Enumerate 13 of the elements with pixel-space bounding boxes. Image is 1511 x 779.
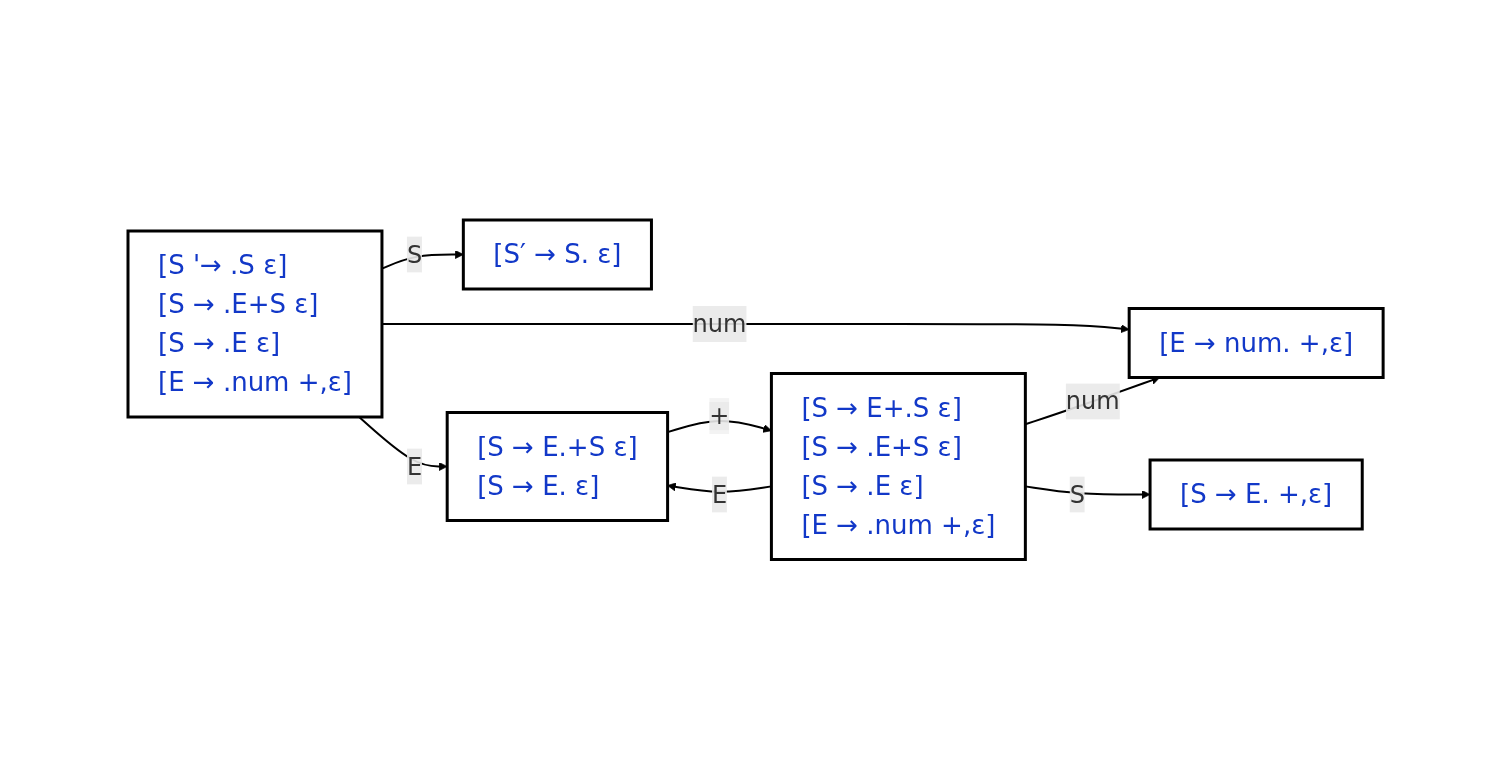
node-box: [S′ → S. ε] xyxy=(461,218,653,291)
edge-label: + xyxy=(709,401,730,430)
node-box: [S → E.+S ε] [S → E. ε] xyxy=(445,410,670,522)
node-box: [S '→ .S ε] [S → .E+S ε] [S → .E ε] [E → .num +,ε] xyxy=(126,229,384,419)
edge-label: E xyxy=(406,452,423,481)
edge-label: num xyxy=(692,309,747,338)
edge-label: S xyxy=(406,240,423,269)
edge-label: E xyxy=(711,480,728,509)
node-box: [E → num. +,ε] xyxy=(1127,306,1385,379)
node-box: [S → E. +,ε] xyxy=(1148,458,1364,531)
node-box: [S → E+.S ε] [S → .E+S ε] [S → .E ε] [E → .num +,ε] xyxy=(769,371,1027,561)
edge-label: S xyxy=(1069,480,1085,509)
edge-label: num xyxy=(1065,387,1120,416)
